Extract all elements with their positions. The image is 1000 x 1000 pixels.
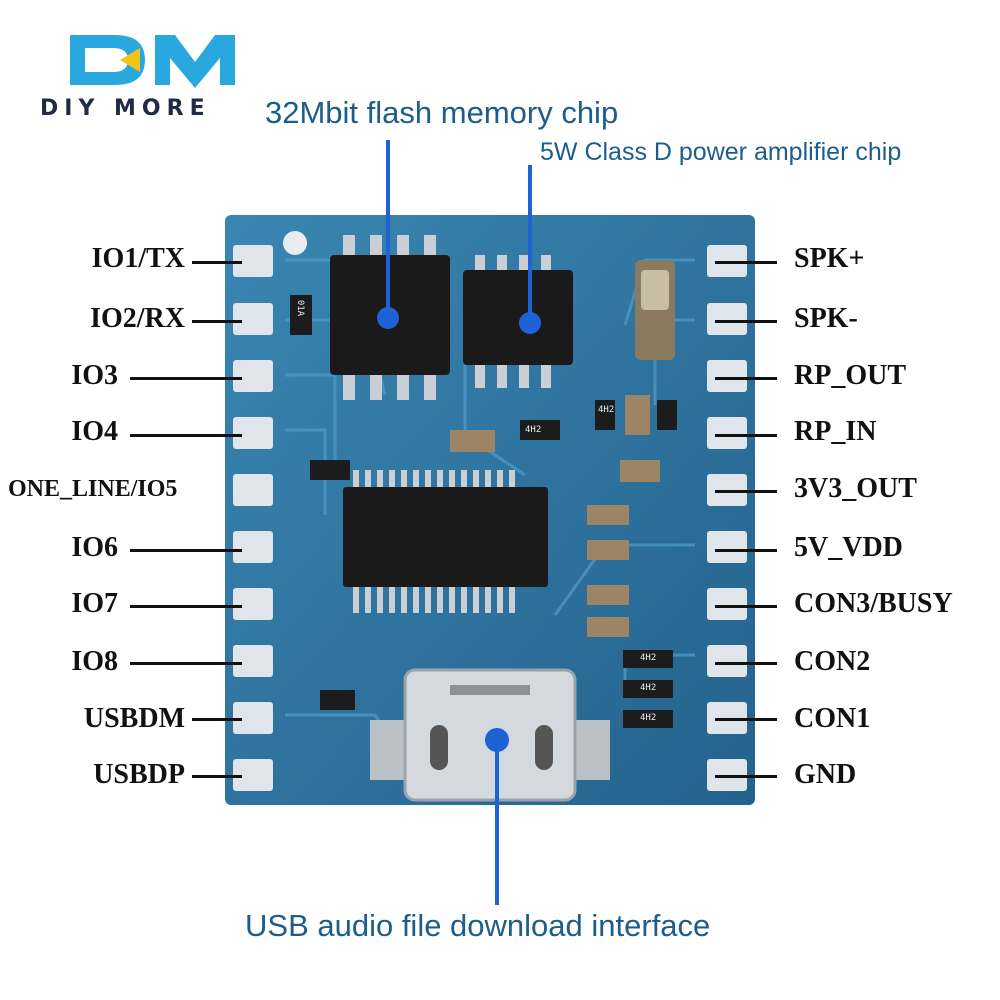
pin-leader-line: [715, 549, 777, 552]
usb-callout-label: USB audio file download interface: [245, 908, 711, 943]
pin-label-io2-rx: IO2/RX: [90, 303, 185, 334]
pin-leader-line: [192, 261, 242, 264]
smd-passives: [290, 295, 677, 728]
tantalum-capacitor: [635, 260, 675, 360]
silkscreen-label: 01A: [295, 299, 306, 317]
silkscreen-label: 4H2: [640, 653, 657, 663]
pcb-board: [225, 215, 755, 805]
silkscreen-label: 4H2: [598, 405, 615, 415]
pin-leader-line: [715, 605, 777, 608]
pin-leader-line: [715, 718, 777, 721]
pin-leader-line: [715, 775, 777, 778]
pin-leader-line: [192, 775, 242, 778]
silkscreen-label: 4H2: [640, 683, 657, 693]
pin-label-io4: IO4: [71, 416, 118, 447]
main-controller-chip: [343, 470, 548, 613]
pin-leader-line: [192, 320, 242, 323]
pin-leader-line: [130, 662, 242, 665]
flash-callout-dot-icon: [377, 307, 399, 329]
pin-label-io7: IO7: [71, 588, 118, 619]
pin-label-con1: CON1: [794, 703, 871, 734]
pin-label-spk-plus: SPK+: [794, 243, 865, 274]
pin-label-rp-in: RP_IN: [794, 416, 877, 447]
pin-leader-line: [715, 434, 777, 437]
usb-callout-dot-icon: [485, 728, 509, 752]
brand-name: DIY MORE: [40, 96, 211, 121]
pin-label-5v-vdd: 5V_VDD: [794, 532, 903, 563]
pin-leader-line: [715, 377, 777, 380]
pin-label-con2: CON2: [794, 646, 871, 677]
brand-logo: DIY MORE: [40, 30, 260, 130]
pin-leader-line: [130, 549, 242, 552]
pin-label-usbdm: USBDM: [83, 703, 185, 734]
pin-label-usbdp: USBDP: [93, 759, 185, 790]
pin-label-io3: IO3: [71, 360, 118, 391]
pin-label-spk-minus: SPK-: [794, 303, 858, 334]
flash-callout-label: 32Mbit flash memory chip: [265, 95, 619, 130]
pin-leader-line: [130, 377, 242, 380]
mounting-hole: [283, 231, 307, 255]
pin-label-3v3-out: 3V3_OUT: [794, 473, 917, 504]
pin-label-rp-out: RP_OUT: [794, 360, 906, 391]
pin-label-gnd: GND: [794, 759, 857, 790]
silkscreen-label: 4H2: [640, 713, 657, 723]
amp-callout-label: 5W Class D power amplifier chip: [540, 138, 902, 166]
pin-label-con3-busy: CON3/BUSY: [794, 588, 953, 619]
dm-monogram-icon: [70, 35, 235, 88]
pin-label-io6: IO6: [71, 532, 118, 563]
pin-label-one-line-io5: ONE_LINE/IO5: [8, 476, 178, 502]
pin-leader-line: [192, 718, 242, 721]
pin-leader-line: [130, 605, 242, 608]
pin-leader-line: [715, 261, 777, 264]
amp-callout-dot-icon: [519, 312, 541, 334]
left-castellated-pads: [233, 245, 273, 791]
pin-leader-line: [715, 490, 777, 493]
pin-leader-line: [130, 434, 242, 437]
pin-leader-line: [715, 662, 777, 665]
amplifier-chip: [463, 255, 573, 388]
pin-leader-line: [715, 320, 777, 323]
pin-label-io8: IO8: [71, 646, 118, 677]
silkscreen-label: 4H2: [525, 425, 542, 435]
pin-label-io1-tx: IO1/TX: [91, 243, 185, 274]
